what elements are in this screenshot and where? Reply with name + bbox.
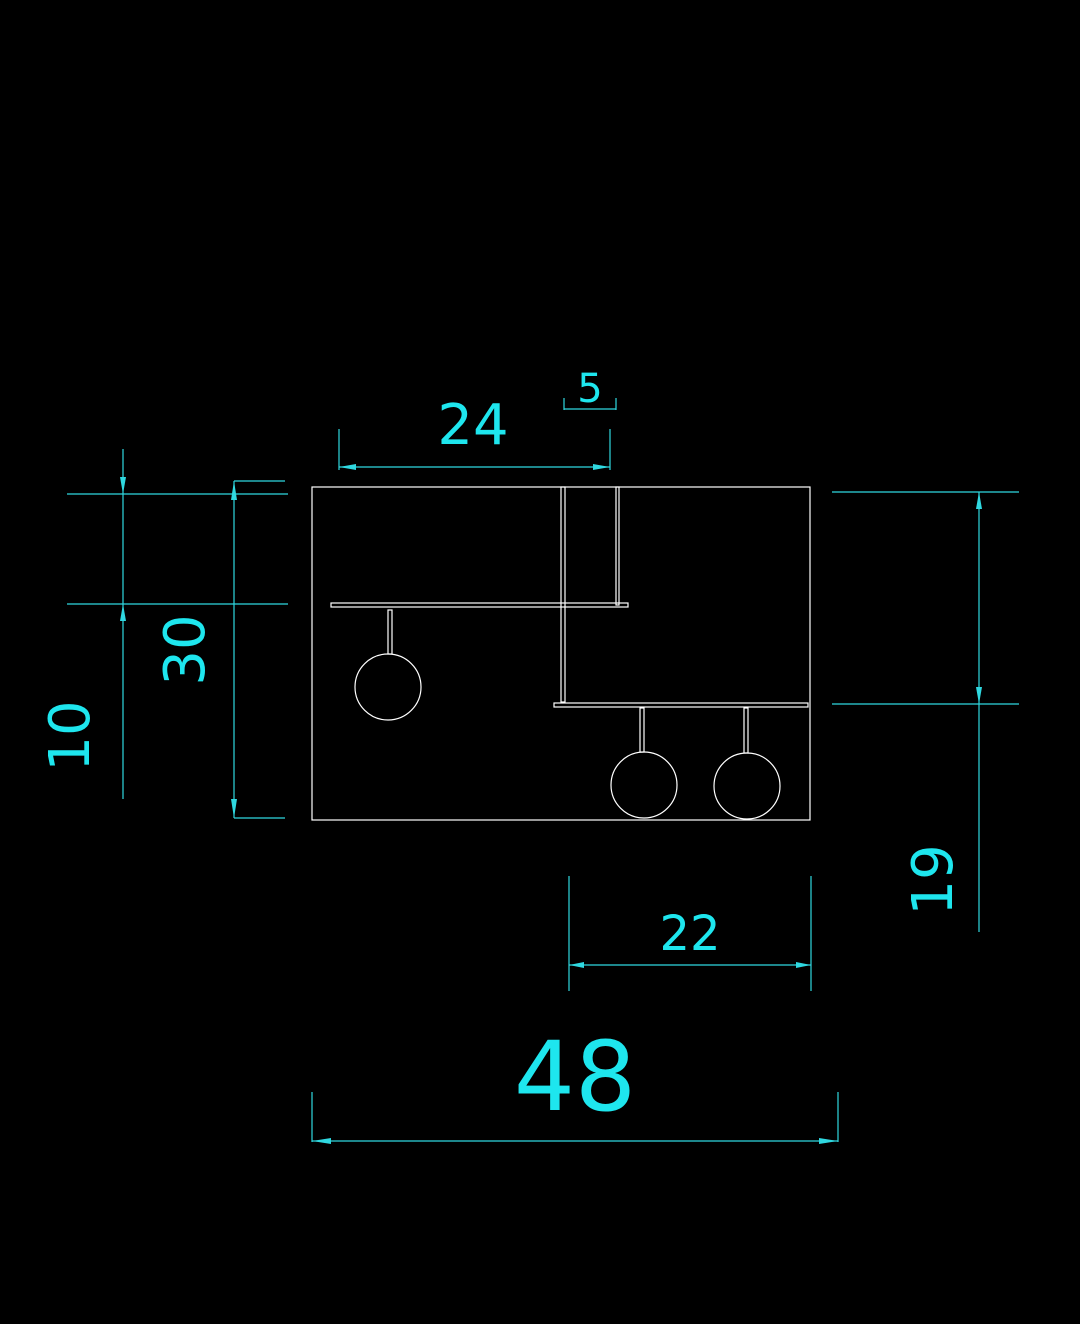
vertical-post-left — [560, 486, 566, 703]
pendant-rod-1 — [387, 609, 393, 655]
dimension-label-48: 48 — [514, 1021, 636, 1133]
upper-shelf — [330, 602, 629, 608]
dimension-label-5: 5 — [577, 366, 602, 412]
vertical-post-right — [615, 486, 620, 606]
pendant-circle-2 — [610, 751, 678, 819]
dimension-top-24: 24 — [338, 393, 611, 470]
dimension-label-22: 22 — [659, 906, 720, 962]
dimension-top-5: 5 — [563, 366, 617, 412]
dimension-right-19: 19 — [832, 491, 1019, 932]
dimension-bottom-48: 48 — [311, 1021, 839, 1144]
dimension-label-10: 10 — [38, 700, 103, 771]
dimension-bottom-22: 22 — [568, 876, 812, 991]
dimension-label-30: 30 — [153, 614, 218, 685]
lower-shelf — [553, 702, 809, 708]
dimension-label-19: 19 — [901, 844, 966, 915]
part-geometry — [311, 486, 811, 821]
pendant-circle-1 — [354, 653, 422, 721]
dimension-left-30: 30 — [153, 480, 285, 819]
dimension-left-10: 10 — [38, 449, 288, 799]
dimension-label-24: 24 — [437, 393, 508, 458]
pendant-rod-3 — [743, 707, 749, 754]
pendant-rod-2 — [639, 707, 645, 753]
pendant-circle-3 — [713, 752, 781, 820]
